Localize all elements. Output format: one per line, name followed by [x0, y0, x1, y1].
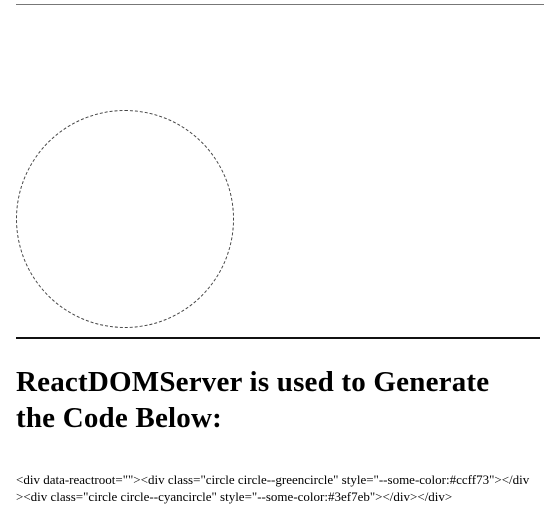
- top-divider: [16, 4, 544, 5]
- section-divider: [16, 337, 540, 339]
- circle-container: [16, 110, 238, 332]
- page-heading: ReactDOMServer is used to Generate the C…: [16, 366, 490, 434]
- circle-shape: [16, 110, 234, 328]
- generated-code-text: <div data-reactroot=""><div class="circl…: [16, 472, 530, 504]
